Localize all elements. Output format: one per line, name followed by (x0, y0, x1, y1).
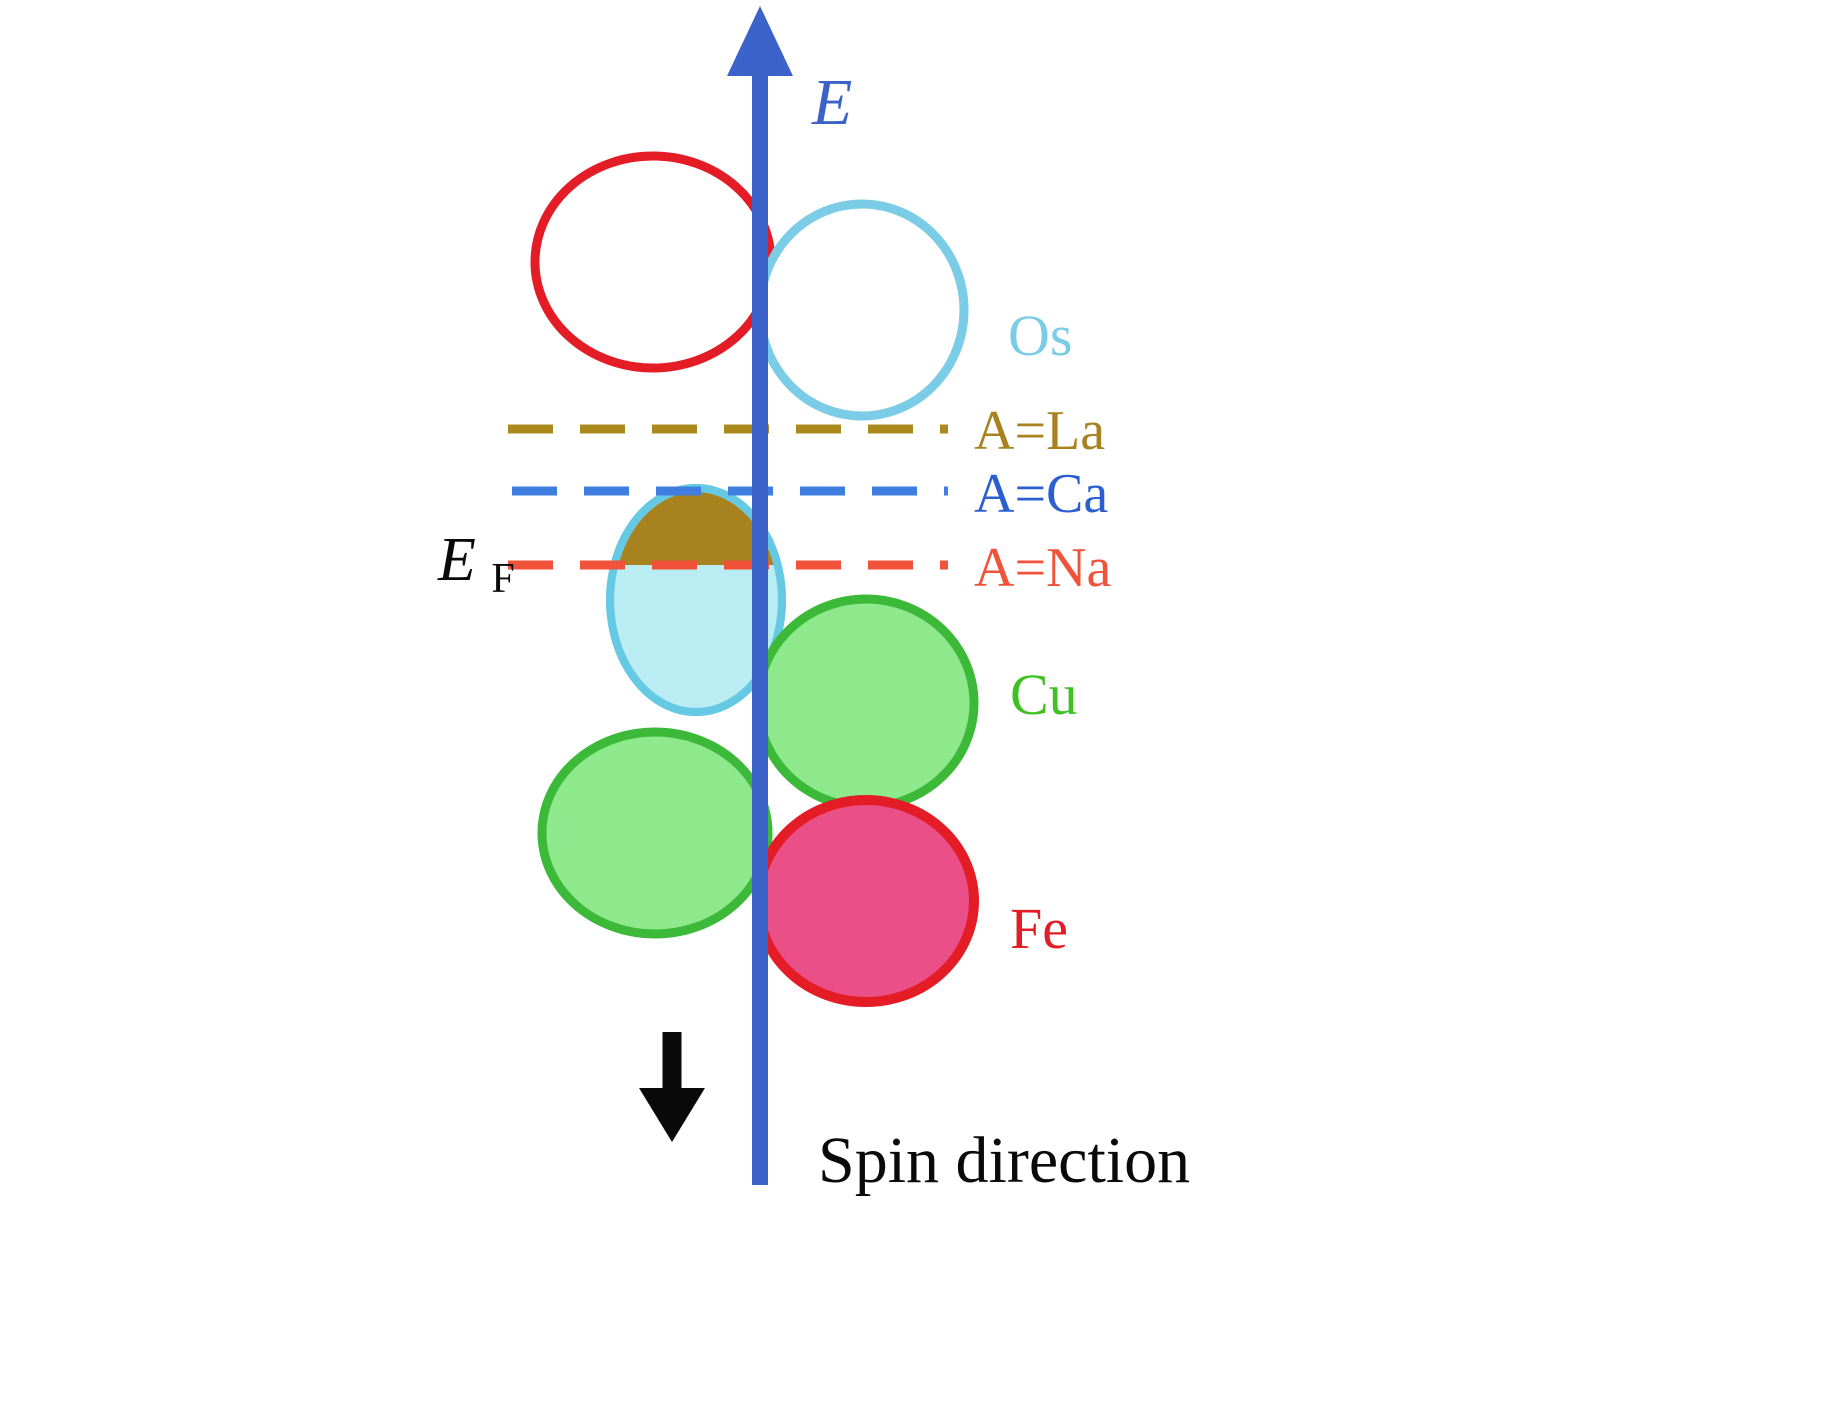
red-outline-band-ellipse (530, 151, 776, 373)
fermi-energy-subscript: F (491, 556, 514, 602)
cu-band-ellipse-right (753, 594, 979, 812)
occupied-states-region (618, 492, 774, 565)
band-label-cu: Cu (1010, 662, 1078, 727)
spin-direction-arrowhead (639, 1088, 705, 1142)
fermi-label-na: A=Na (974, 537, 1111, 599)
fe-band-ellipse (753, 795, 979, 1007)
band-label-os: Os (1008, 303, 1072, 368)
axis-label-E: E (811, 66, 852, 139)
green-band-ellipse-left (537, 727, 773, 939)
fermi-label-la: A=La (974, 400, 1105, 462)
fermi-energy-label: E F (437, 526, 515, 602)
energy-axis-arrowhead (727, 6, 793, 76)
fermi-energy-symbol: E (437, 526, 476, 594)
fermi-label-ca: A=Ca (974, 463, 1108, 525)
band-label-fe: Fe (1010, 896, 1068, 961)
os-band-ellipse (755, 199, 969, 421)
spin-direction-label: Spin direction (818, 1124, 1190, 1197)
